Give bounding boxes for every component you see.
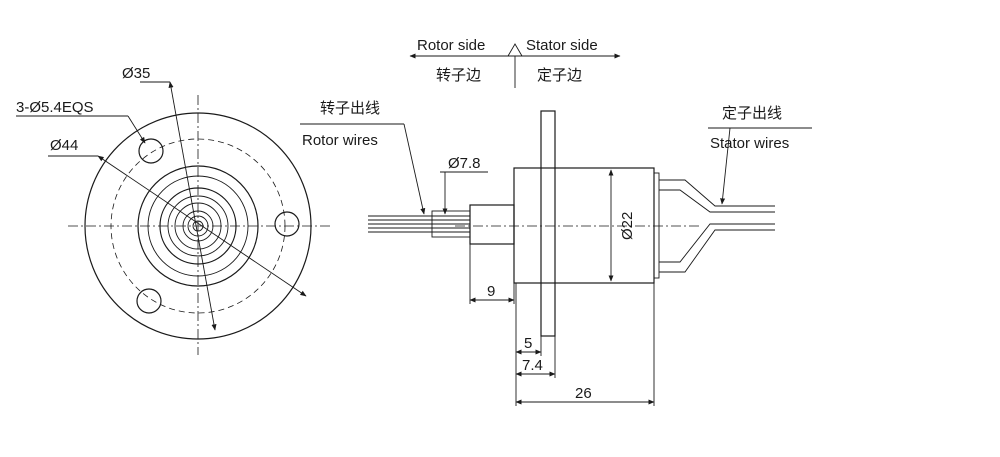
flange-plate <box>540 110 556 337</box>
mount-hole-bottom <box>136 288 162 314</box>
stator-end-cap <box>653 172 660 279</box>
holes-label: 3-Ø5.4EQS <box>16 99 94 116</box>
stator-side-cn-label: 定子边 <box>537 66 582 84</box>
stator-side-label: Stator side <box>526 37 598 54</box>
dim26-label: 26 <box>575 385 592 402</box>
dia22-label: Ø22 <box>619 212 636 240</box>
dim7-4-label: 7.4 <box>522 357 543 374</box>
stator-wires-cn-label: 定子出线 <box>722 104 782 122</box>
dia44-dim-line <box>97 155 307 297</box>
dim9-label: 9 <box>487 283 495 300</box>
mount-hole-right <box>274 211 300 237</box>
side-divider-caret <box>507 43 523 57</box>
rotor-shaft <box>469 204 515 245</box>
rotor-wires <box>368 215 470 233</box>
rotor-wires-label: Rotor wires <box>302 132 378 149</box>
side-view: Rotor side Stator side 转子边 定子边 <box>300 37 812 406</box>
stator-wires-pointer <box>720 127 731 205</box>
front-view: Ø35 3-Ø5.4EQS Ø44 <box>16 65 330 355</box>
mount-hole-top <box>138 138 164 164</box>
dim5-label: 5 <box>524 335 532 352</box>
stator-wires-label: Stator wires <box>710 135 789 152</box>
rotor-side-label: Rotor side <box>417 37 485 54</box>
dia7-8-label: Ø7.8 <box>448 155 481 172</box>
rotor-side-cn-label: 转子边 <box>436 66 481 84</box>
dia35-dim-line <box>168 81 217 331</box>
rotor-wires-pointer <box>403 123 426 215</box>
dia44-label: Ø44 <box>50 137 78 154</box>
holes-dim-line <box>127 115 146 144</box>
dia35-label: Ø35 <box>122 65 150 82</box>
rotor-wires-cn-label: 转子出线 <box>320 99 380 117</box>
stator-wires <box>659 179 775 273</box>
